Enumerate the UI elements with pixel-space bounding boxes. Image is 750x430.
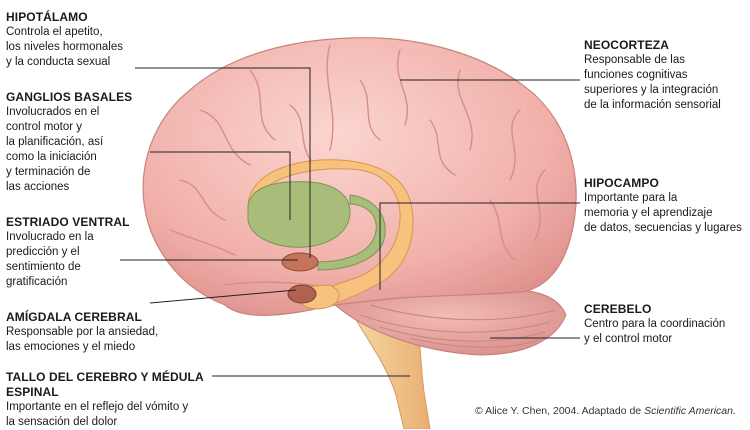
image-credit: © Alice Y. Chen, 2004. Adaptado de Scien… xyxy=(475,405,736,417)
label-ganglios: GANGLIOS BASALES Involucrados en el cont… xyxy=(6,90,146,195)
label-hipotalamo-title: HIPOTÁLAMO xyxy=(6,10,88,24)
label-cerebelo: CEREBELO Centro para la coordinación y e… xyxy=(584,302,749,347)
label-amigdala-desc: Responsable por la ansiedad, las emocion… xyxy=(6,326,159,353)
label-neocorteza-desc: Responsable de las funciones cognitivas … xyxy=(584,54,721,111)
label-estriado: ESTRIADO VENTRAL Involucrado en la predi… xyxy=(6,215,146,290)
cortex-folds xyxy=(169,44,546,289)
label-amigdala: AMÍGDALA CEREBRAL Responsable por la ans… xyxy=(6,310,196,355)
label-hipotalamo-desc: Controla el apetito, los niveles hormona… xyxy=(6,26,123,68)
leader-hipotalamo xyxy=(135,67,311,258)
caudate-tail xyxy=(317,194,386,271)
label-tallo: TALLO DEL CEREBRO Y MÉDULA ESPINAL Impor… xyxy=(6,370,246,430)
label-hipocampo-desc: Importante para la memoria y el aprendiz… xyxy=(584,192,742,234)
leader-ganglios xyxy=(150,151,291,220)
cortex-shape xyxy=(142,37,577,317)
basal-ganglia-shape xyxy=(247,181,351,248)
label-cerebelo-title: CEREBELO xyxy=(584,302,652,316)
label-neocorteza: NEOCORTEZA Responsable de las funciones … xyxy=(584,38,749,113)
label-estriado-desc: Involucrado en la predicción y el sentim… xyxy=(6,231,94,288)
label-neocorteza-title: NEOCORTEZA xyxy=(584,38,669,52)
label-ganglios-title: GANGLIOS BASALES xyxy=(6,90,133,104)
ventral-striatum-shape xyxy=(281,252,319,272)
label-amigdala-title: AMÍGDALA CEREBRAL xyxy=(6,310,142,324)
label-tallo-desc: Importante en el reflejo del vómito y la… xyxy=(6,401,189,428)
credit-prefix: © Alice Y. Chen, 2004. Adaptado de xyxy=(475,405,645,417)
label-tallo-title: TALLO DEL CEREBRO Y MÉDULA ESPINAL xyxy=(6,370,204,399)
label-ganglios-desc: Involucrados en el control motor y la pl… xyxy=(6,106,104,193)
label-hipocampo-title: HIPOCAMPO xyxy=(584,176,659,190)
label-hipocampo: HIPOCAMPO Importante para la memoria y e… xyxy=(584,176,749,236)
leader-lines xyxy=(120,67,580,377)
label-estriado-title: ESTRIADO VENTRAL xyxy=(6,215,130,229)
label-cerebelo-desc: Centro para la coordinación y el control… xyxy=(584,318,726,345)
label-hipotalamo: HIPOTÁLAMO Controla el apetito, los nive… xyxy=(6,10,156,70)
amygdala-shape xyxy=(287,284,317,304)
leader-amigdala xyxy=(149,289,297,304)
leader-hipocampo xyxy=(379,202,580,290)
credit-source: Scientific American. xyxy=(644,405,736,417)
